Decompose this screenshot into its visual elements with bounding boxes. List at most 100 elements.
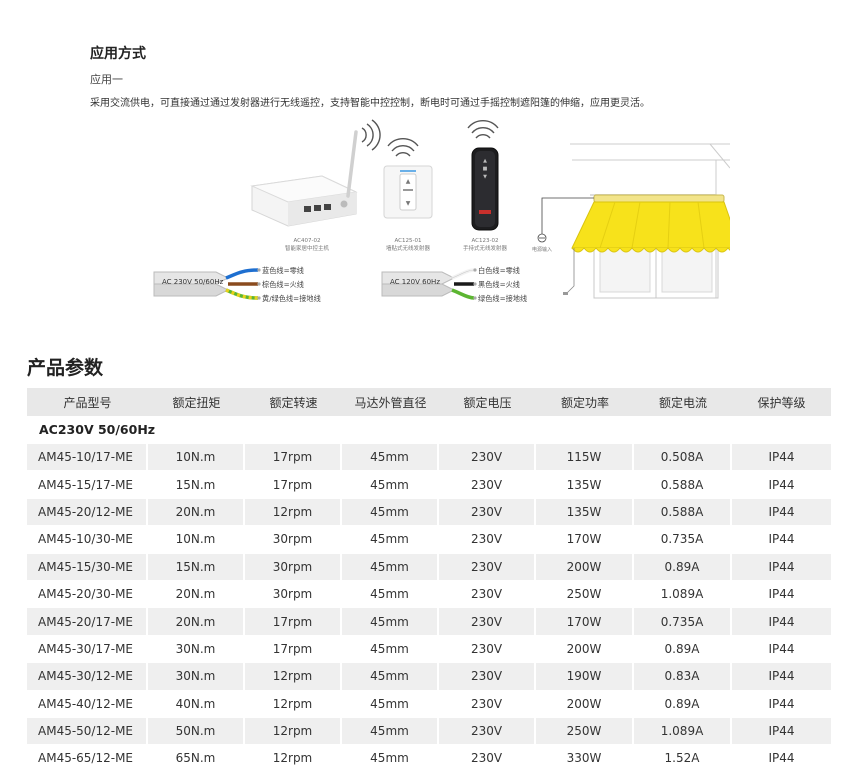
hub-device-label: AC407-02 智能家居中控主机 [285, 238, 330, 252]
cell-power: 200W [536, 635, 634, 664]
cell-current: 0.588A [634, 471, 732, 499]
cable-120v-image [381, 268, 477, 300]
header-voltage: 额定电压 [439, 388, 536, 416]
cell-tube-diameter: 45mm [342, 717, 439, 746]
cell-speed: 12rpm [245, 690, 342, 718]
cell-current: 1.089A [634, 717, 732, 746]
header-tube-diameter: 马达外管直径 [342, 388, 439, 416]
cell-tube-diameter: 45mm [342, 553, 439, 581]
cell-torque: 10N.m [148, 526, 245, 554]
cell-model: AM45-10/17-ME [27, 444, 148, 472]
wire-white-label: 白色线=零线 [478, 266, 520, 275]
header-model: 产品型号 [27, 388, 148, 416]
cell-torque: 30N.m [148, 635, 245, 664]
wire-green-label: 绿色线=接地线 [478, 294, 527, 303]
cell-tube-diameter: 45mm [342, 663, 439, 691]
cell-torque: 20N.m [148, 608, 245, 636]
svg-text:▼: ▼ [406, 200, 411, 207]
cell-voltage: 230V [439, 498, 536, 527]
cell-model: AM45-10/30-ME [27, 526, 148, 554]
cell-torque: 20N.m [148, 580, 245, 609]
cell-protection: IP44 [732, 498, 831, 527]
cell-model: AM45-20/17-ME [27, 608, 148, 636]
cell-current: 0.89A [634, 690, 732, 718]
cell-protection: IP44 [732, 663, 831, 691]
header-speed: 额定转速 [245, 388, 342, 416]
hub-device-image [250, 119, 381, 227]
handheld-remote-image: ▲ ■ ▼ [467, 119, 499, 231]
cell-tube-diameter: 45mm [342, 608, 439, 636]
svg-text:AC407-02: AC407-02 [294, 238, 321, 244]
cell-voltage: 230V [439, 663, 536, 691]
cell-tube-diameter: 45mm [342, 471, 439, 499]
cell-current: 0.588A [634, 498, 732, 527]
svg-text:▲: ▲ [406, 178, 411, 185]
cell-speed: 17rpm [245, 444, 342, 472]
cell-torque: 50N.m [148, 717, 245, 746]
cell-current: 0.735A [634, 526, 732, 554]
cell-protection: IP44 [732, 553, 831, 581]
cell-protection: IP44 [732, 745, 831, 773]
svg-text:▲: ▲ [483, 158, 487, 164]
power-input-label: 电源输入 [532, 246, 552, 253]
cell-tube-diameter: 45mm [342, 635, 439, 664]
cell-power: 190W [536, 663, 634, 691]
svg-text:AC125-01: AC125-01 [395, 238, 422, 244]
cell-torque: 15N.m [148, 553, 245, 581]
svg-text:智能家居中控主机: 智能家居中控主机 [285, 244, 330, 252]
wire-black-label: 黑色线=火线 [478, 280, 520, 289]
cell-protection: IP44 [732, 717, 831, 746]
usage-section: 应用方式 应用一 采用交流供电，可直接通过通过发射器进行无线遥控，支持智能中控控… [90, 44, 830, 112]
wire-blue-label: 蓝色线=零线 [262, 266, 304, 275]
cell-torque: 65N.m [148, 745, 245, 773]
cell-voltage: 230V [439, 608, 536, 636]
cell-protection: IP44 [732, 444, 831, 472]
cell-power: 115W [536, 444, 634, 472]
cell-power: 135W [536, 471, 634, 499]
cell-current: 0.83A [634, 663, 732, 691]
cell-power: 200W [536, 553, 634, 581]
cell-model: AM45-15/17-ME [27, 471, 148, 499]
cell-speed: 30rpm [245, 580, 342, 609]
cell-speed: 12rpm [245, 717, 342, 746]
params-title: 产品参数 [27, 357, 104, 379]
svg-text:■: ■ [483, 166, 488, 172]
cell-voltage: 230V [439, 690, 536, 718]
cable-230v-image [153, 268, 261, 300]
cell-protection: IP44 [732, 608, 831, 636]
cell-tube-diameter: 45mm [342, 526, 439, 554]
usage-description: 采用交流供电，可直接通过通过发射器进行无线遥控，支持智能中控控制，断电时可通过手… [90, 98, 650, 109]
cell-speed: 17rpm [245, 635, 342, 664]
cell-protection: IP44 [732, 691, 831, 718]
cell-power: 250W [536, 717, 634, 746]
cell-tube-diameter: 45mm [342, 444, 439, 472]
wall-switch-label: AC125-01 墙贴式无线发射器 [386, 238, 431, 252]
cell-speed: 30rpm [245, 553, 342, 581]
cell-speed: 12rpm [245, 498, 342, 527]
svg-text:AC123-02: AC123-02 [472, 238, 499, 244]
house-awning-image [537, 143, 730, 299]
cell-power: 170W [536, 526, 634, 554]
cell-tube-diameter: 45mm [342, 690, 439, 718]
cell-protection: IP44 [732, 526, 831, 554]
cell-power: 200W [536, 690, 634, 718]
spec-table: 产品型号 额定扭矩 额定转速 马达外管直径 额定电压 额定功率 额定电流 保护等… [27, 388, 831, 773]
wire-brown-label: 棕色线=火线 [262, 280, 304, 289]
cell-voltage: 230V [439, 444, 536, 472]
cable-120v-label: AC 120V 60Hz [390, 278, 440, 286]
cell-voltage: 230V [439, 580, 536, 609]
group-row: AC230V 50/60Hz [27, 416, 831, 444]
cell-torque: 20N.m [148, 498, 245, 527]
wiring-diagram-svg: AC407-02 智能家居中控主机 ▲ ▼ AC125-01 墙贴式无线发射器 … [153, 119, 730, 303]
application-diagram: AC407-02 智能家居中控主机 ▲ ▼ AC125-01 墙贴式无线发射器 … [150, 118, 730, 310]
cell-model: AM45-20/30-ME [27, 580, 148, 609]
cell-power: 330W [536, 745, 634, 773]
cell-voltage: 230V [439, 553, 536, 581]
